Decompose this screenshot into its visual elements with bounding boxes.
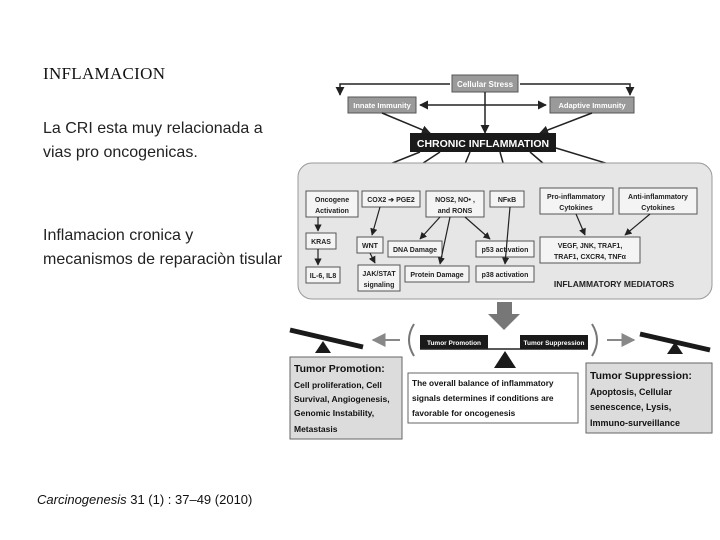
balance-text-box	[407, 372, 579, 424]
tumor-suppression-tag	[520, 335, 588, 349]
dna-damage-box	[387, 240, 443, 258]
arrow-adaptive-chronic	[539, 112, 593, 135]
tumor-promotion-tag-label: Tumor Promotion	[427, 340, 481, 347]
proinflam-label-1: Pro-inflammatory	[547, 194, 605, 201]
innate-immunity-label: Innate Immunity	[353, 101, 411, 110]
paragraph-cri-pathways: La CRI esta muy relacionada a vias pro o…	[43, 120, 263, 161]
jak-stat-label-2: signaling	[364, 282, 395, 289]
dna-damage-label: DNA Damage	[393, 247, 437, 254]
cytokines-label-1: VEGF, JNK, TRAF1,	[558, 243, 623, 250]
nos2-label-2: and RONS	[438, 208, 473, 215]
nfkb-label: NFκB	[498, 197, 516, 204]
chronic-inflammation-label: CHRONIC INFLAMMATION	[417, 138, 549, 150]
wnt-label: WNT	[362, 243, 379, 250]
jak-stat-box	[357, 264, 401, 292]
proinflam-label-2: Cytokines	[559, 205, 593, 212]
cellular-stress-label: Cellular Stress	[457, 80, 514, 89]
kras-label: KRAS	[311, 239, 331, 246]
p53-box	[475, 240, 535, 258]
arrow-nos2-dna	[419, 216, 441, 240]
promotion-line-4: Metastasis	[294, 424, 338, 434]
protein-damage-box	[404, 265, 470, 283]
arrow-pro-cytokines	[575, 213, 586, 236]
right-scale-icon	[639, 331, 711, 354]
cox2-label: COX2 ➔ PGE2	[367, 197, 415, 204]
proinflam-box	[539, 187, 614, 215]
balance-line-3: favorable for oncogenesis	[412, 408, 516, 418]
p38-box	[475, 265, 535, 283]
mediators-label: INFLAMMATORY MEDIATORS	[554, 279, 675, 289]
arrow-nos2-p53	[464, 216, 491, 240]
oncogene-box	[305, 190, 359, 218]
arrow-innate-chronic	[381, 112, 431, 135]
citation-reference: 31 (1) : 37–49 (2010)	[126, 492, 253, 507]
right-bracket	[591, 323, 598, 357]
antiinflam-label-2: Cytokines	[641, 205, 675, 212]
citation: Carcinogenesis 31 (1) : 37–49 (2010)	[37, 492, 252, 507]
tumor-suppression-tag-label: Tumor Suppression	[524, 340, 585, 347]
oncogene-label-2: Activation	[315, 208, 349, 215]
arrow-stress-adaptive	[520, 83, 635, 96]
cox2-box	[361, 190, 421, 208]
il6-box	[305, 266, 341, 284]
promotion-line-2: Survival, Angiogenesis,	[294, 394, 390, 404]
jak-stat-label-1: JAK/STAT	[362, 271, 396, 278]
arrow-cox2-wnt	[370, 206, 381, 236]
oncogene-label-1: Oncogene	[315, 197, 349, 204]
suppression-line-3: Immuno-surveillance	[590, 418, 680, 428]
arrow-anti-cytokines	[624, 213, 651, 236]
balance-fulcrum	[494, 351, 516, 368]
cytokines-label-2: TRAF1, CXCR4, TNFα	[554, 254, 627, 261]
promotion-line-1: Cell proliferation, Cell	[294, 380, 382, 390]
arrow-nfkb-p38	[501, 206, 511, 265]
protein-damage-label: Protein Damage	[410, 272, 463, 279]
left-scale-icon	[289, 327, 364, 353]
nfkb-box	[489, 190, 525, 208]
arrow-wnt-jak	[368, 252, 376, 264]
tumor-promotion-box	[289, 356, 403, 440]
promotion-line-3: Genomic Instability,	[294, 408, 374, 418]
tumor-suppression-box	[585, 362, 713, 434]
antiinflam-label-1: Anti-inflammatory	[628, 194, 688, 201]
balance-line-1: The overall balance of inflammatory	[412, 378, 554, 388]
p53-label: p53 activation	[482, 247, 529, 254]
paragraph-chronic-inflammation: Inflamacion cronica y mecanismos de repa…	[43, 227, 283, 268]
balance-line-2: signals determines if conditions are	[412, 393, 554, 403]
chronic-inflammation-box	[410, 133, 556, 152]
promotion-title: Tumor Promotion:	[294, 363, 385, 375]
antiinflam-box	[618, 187, 698, 215]
nos2-label-1: NOS2, NO• ,	[435, 197, 475, 204]
il6-label: IL-6, IL8	[310, 273, 337, 280]
slide-title: INFLAMACION	[43, 64, 166, 83]
kras-box	[305, 232, 337, 250]
left-bracket	[408, 323, 415, 357]
big-down-arrow	[488, 302, 520, 330]
suppression-title: Tumor Suppression:	[590, 370, 692, 382]
suppression-line-2: senescence, Lysis,	[590, 402, 671, 412]
suppression-line-1: Apoptosis, Cellular	[590, 387, 673, 397]
tumor-promotion-tag	[420, 335, 488, 349]
adaptive-immunity-label: Adaptive Immunity	[558, 101, 626, 110]
p38-label: p38 activation	[482, 272, 529, 279]
nos2-box	[425, 190, 485, 218]
cytokines-box	[539, 236, 641, 264]
arrow-nos2-protein	[437, 216, 451, 265]
citation-journal: Carcinogenesis	[37, 492, 127, 507]
arrow-stress-innate	[335, 83, 450, 96]
